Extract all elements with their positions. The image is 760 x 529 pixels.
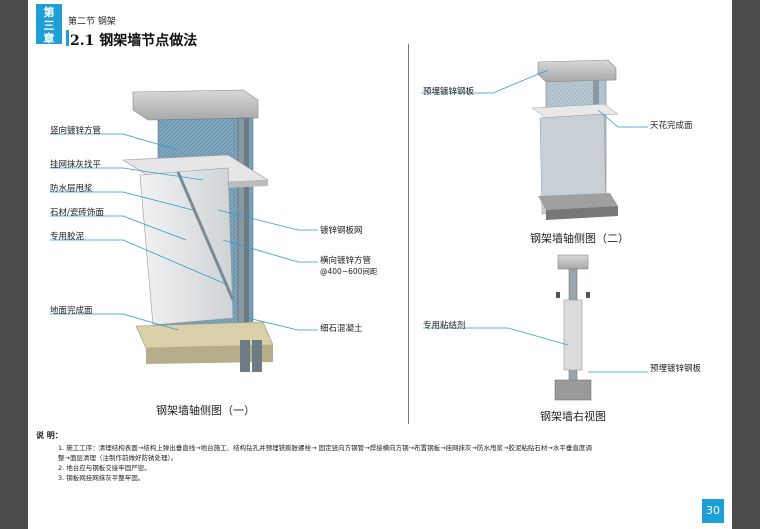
label-waterproof-slurry: 防水层甩浆 (50, 184, 93, 194)
section-label: 第二节 钢架 (68, 17, 116, 27)
note-item: 1. 施工工序：清理结构表面→结构上弹出垂直线→地台施工、结构钻孔并预埋铁膨胀螺… (58, 444, 592, 452)
label-embedded-plate-bottom: 预埋镀锌钢板 (650, 364, 702, 374)
title-accent-bar (66, 30, 69, 46)
left-figure-caption: 钢架墙轴侧图（一） (156, 404, 255, 417)
note-item: 2. 地台应与钢板交接牢固严密。 (58, 464, 151, 472)
note-item: 3. 钢板网挂网抹灰平整牢固。 (58, 474, 145, 482)
right-bottom-side-view (554, 254, 592, 401)
label-embedded-plate-top: 预埋镀锌钢板 (423, 87, 475, 97)
left-wall-illustration (122, 89, 274, 372)
label-horizontal-spacing: @400~600间距 (320, 267, 378, 276)
label-mesh-plaster: 挂网抹灰找平 (50, 160, 102, 170)
vertical-divider (408, 44, 409, 424)
page-number: 30 (702, 499, 724, 523)
document-page: 第 三 章 第二节 钢架 2.1 钢架墙节点做法 (28, 0, 732, 529)
label-galvanized-mesh: 镀锌钢板网 (320, 226, 363, 236)
label-floor-finish: 地面完成面 (50, 306, 93, 316)
label-adhesive: 专用胶泥 (50, 232, 85, 242)
right-top-wall-illustration (531, 59, 619, 220)
label-ceiling-finish: 天花完成面 (650, 121, 693, 131)
label-stone-tile: 石材/瓷砖饰面 (50, 208, 104, 218)
note-item: 整→面层清理（注制作前做好防锈处理）。 (58, 454, 178, 462)
right-bottom-figure-caption: 钢架墙右视图 (540, 410, 606, 423)
page-title: 2.1 钢架墙节点做法 (70, 33, 198, 49)
right-top-figure-caption: 钢架墙轴侧图（二） (530, 232, 629, 245)
label-fine-concrete: 细石混凝土 (320, 324, 363, 334)
label-bonding-agent: 专用粘结剂 (423, 321, 466, 331)
label-vertical-tube: 竖向镀锌方管 (50, 126, 102, 136)
chapter-char: 三 (43, 19, 55, 32)
left-leader-lines (50, 133, 318, 331)
label-horizontal-tube: 横向镀锌方管 (320, 256, 372, 266)
drawing-canvas (50, 59, 648, 401)
chapter-badge: 第 三 章 (36, 4, 62, 45)
right-leader-lines (421, 69, 648, 373)
notes-heading: 说 明： (36, 431, 63, 440)
chapter-char: 第 (43, 6, 55, 19)
chapter-char: 章 (43, 32, 55, 45)
